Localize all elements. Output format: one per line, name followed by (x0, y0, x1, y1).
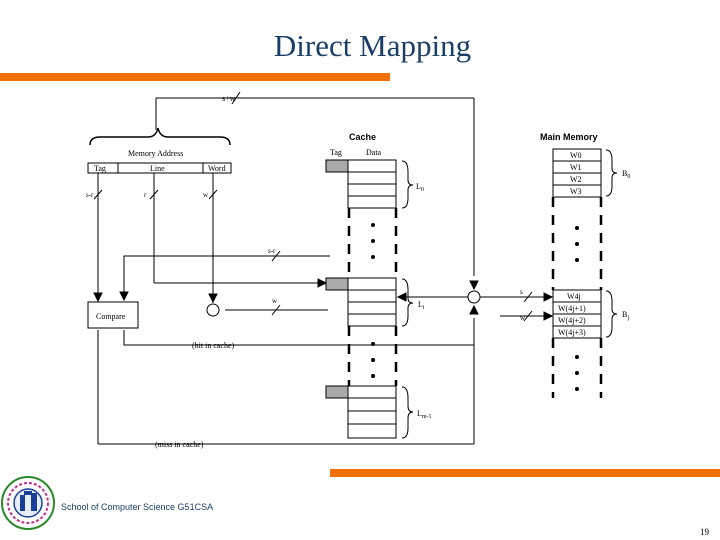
memory-address-register (87, 162, 232, 174)
cache-dashed-sides (347, 208, 398, 386)
field-word: Word (208, 164, 226, 173)
main-memory-block-j (552, 289, 602, 339)
cache-title: Cache (349, 132, 376, 142)
cache-ellipsis-dots (371, 223, 375, 378)
block-bj-label: Bj (622, 310, 629, 321)
address-brace (89, 127, 231, 146)
bus-s-label: s (520, 288, 523, 296)
cache-data-header: Data (366, 148, 382, 157)
field-tag: Tag (94, 164, 106, 173)
mm-w1: W1 (570, 163, 582, 172)
page-number: 19 (700, 527, 709, 537)
main-memory-dashed-sides (551, 197, 603, 398)
memory-address-label: Memory Address (128, 149, 183, 158)
mm-w0: W0 (570, 151, 582, 160)
cache-block-top (325, 159, 397, 209)
mux-circle (467, 290, 481, 304)
footer-text: School of Computer Science G51CSA (61, 502, 214, 512)
mm-w4j: W4j (567, 292, 581, 301)
bits-word-label: w (203, 191, 209, 199)
main-memory-ellipsis-dots (575, 226, 579, 391)
main-memory-title: Main Memory (540, 132, 598, 142)
bits-line-label: r (144, 191, 147, 199)
miss-label: (miss in cache) (155, 440, 204, 449)
cache-block-bottom (325, 385, 397, 439)
line-lm-label: Lm-1 (417, 409, 432, 420)
slide-title: Direct Mapping (273, 28, 472, 63)
compare-box (87, 301, 139, 329)
top-accent-bar (0, 73, 390, 81)
address-width-label: s+w (222, 94, 236, 103)
main-memory-block-0 (552, 148, 602, 198)
mm-w4j2: W(4j+2) (558, 316, 586, 325)
address-width-slash (231, 91, 241, 105)
mm-w3: W3 (570, 187, 582, 196)
cache-block-mid (325, 277, 397, 327)
mm-w4j3: W(4j+3) (558, 328, 586, 337)
bottom-accent-bar (330, 469, 720, 477)
mm-w4j1: W(4j+1) (558, 304, 586, 313)
word-selector-circle (206, 303, 220, 317)
cache-tag-header: Tag (330, 148, 342, 157)
bits-tag-to-cache-label: s-r (268, 247, 276, 255)
bits-word-to-cache-label: w (272, 297, 278, 305)
line-l0-label: L0 (416, 182, 424, 193)
compare-label: Compare (96, 312, 126, 321)
field-line: Line (150, 164, 165, 173)
cache-braces (401, 160, 414, 439)
block-b0-label: B0 (622, 169, 630, 180)
mm-w2: W2 (570, 175, 582, 184)
main-memory-braces (605, 149, 618, 338)
line-li-label: Li (418, 300, 425, 311)
bus-w-label: w (520, 314, 526, 322)
bits-tag-label: s-r (86, 191, 94, 199)
hit-label: (hit in cache) (192, 341, 235, 350)
university-logo (1, 476, 55, 530)
